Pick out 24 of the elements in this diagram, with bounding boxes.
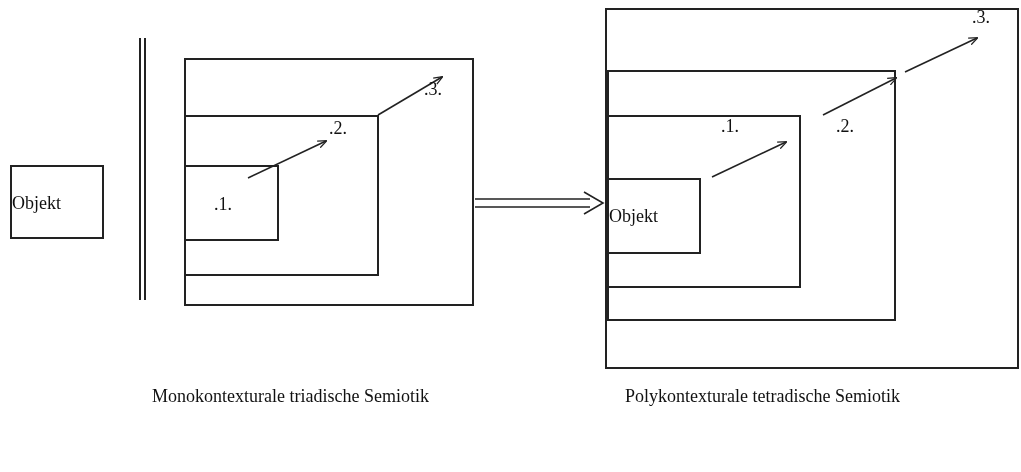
nested-box: [184, 115, 379, 276]
box-label: Objekt: [12, 194, 61, 212]
nested-box: [605, 8, 1019, 369]
caption: Monokontexturale triadische Semiotik: [152, 385, 430, 408]
nested-box: [184, 165, 279, 241]
box-label: .1.: [214, 195, 232, 213]
box-label: .2.: [836, 117, 854, 135]
box-label: .3.: [424, 80, 442, 98]
arrow: [904, 37, 979, 73]
nested-box: [607, 178, 701, 254]
double-arrow: [474, 191, 605, 215]
arrow: [822, 76, 898, 116]
arrow: [377, 75, 444, 116]
arrow: [247, 140, 328, 179]
arrow: [711, 141, 788, 178]
nested-box: [607, 115, 801, 288]
nested-box: [184, 58, 474, 306]
caption: Polykontexturale tetradische Semiotik: [625, 385, 901, 408]
nested-box: [607, 70, 896, 321]
nested-box: [10, 165, 104, 239]
box-label: .3.: [972, 8, 990, 26]
box-label: .1.: [721, 117, 739, 135]
box-label: Objekt: [609, 207, 658, 225]
box-label: .2.: [329, 119, 347, 137]
